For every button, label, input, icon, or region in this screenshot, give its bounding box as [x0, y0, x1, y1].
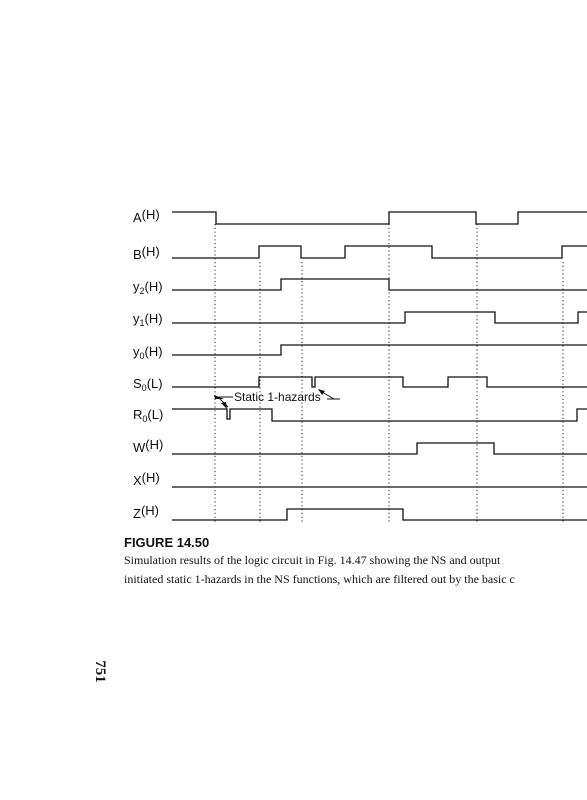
signal-label-y1: y1(H) [133, 311, 163, 328]
caption-line: Simulation results of the logic circuit … [124, 553, 501, 567]
waveform-y1 [172, 311, 587, 324]
figure-caption: Simulation results of the logic circuit … [124, 551, 587, 589]
caption-line: initiated static 1-hazards in the NS fun… [124, 572, 515, 586]
signal-label-x: X(H) [133, 470, 160, 488]
waveform-r0 [172, 408, 587, 422]
signal-label-a: A(H) [133, 207, 160, 225]
signal-label-z: Z(H) [133, 503, 159, 521]
waveform-b [172, 245, 587, 259]
signal-label-y0: y0(H) [133, 344, 163, 361]
figure-title: FIGURE 14.50 [124, 535, 210, 550]
hazard-arrow-line [321, 391, 335, 400]
hazard-arrowhead [221, 402, 227, 409]
hazard-arrowhead [318, 389, 325, 395]
page-number-text: 751 [91, 660, 108, 683]
waveform-y2 [172, 278, 587, 291]
waveform-y0 [172, 344, 587, 356]
signal-labels: A(H) B(H) y2(H) y1(H) y0(H) S0(L) R0(L) … [133, 207, 163, 521]
waveform-z [172, 508, 587, 521]
signal-label-r0: R0(L) [133, 407, 163, 424]
signal-label-y2: y2(H) [133, 279, 163, 296]
signal-label-s0: S0(L) [133, 376, 163, 393]
hazard-annotation: Static 1-hazards [214, 389, 340, 409]
timing-diagram: A(H) B(H) y2(H) y1(H) y0(H) S0(L) R0(L) … [133, 207, 587, 522]
hazard-label: Static 1-hazards [234, 390, 321, 404]
page-number: 751 [92, 656, 110, 686]
signal-label-w: W(H) [133, 437, 163, 455]
signal-label-b: B(H) [133, 244, 160, 262]
reference-lines [214, 224, 564, 522]
waveforms [172, 211, 587, 521]
waveform-w [172, 442, 587, 455]
waveform-s0 [172, 376, 587, 388]
waveform-a [172, 211, 587, 225]
